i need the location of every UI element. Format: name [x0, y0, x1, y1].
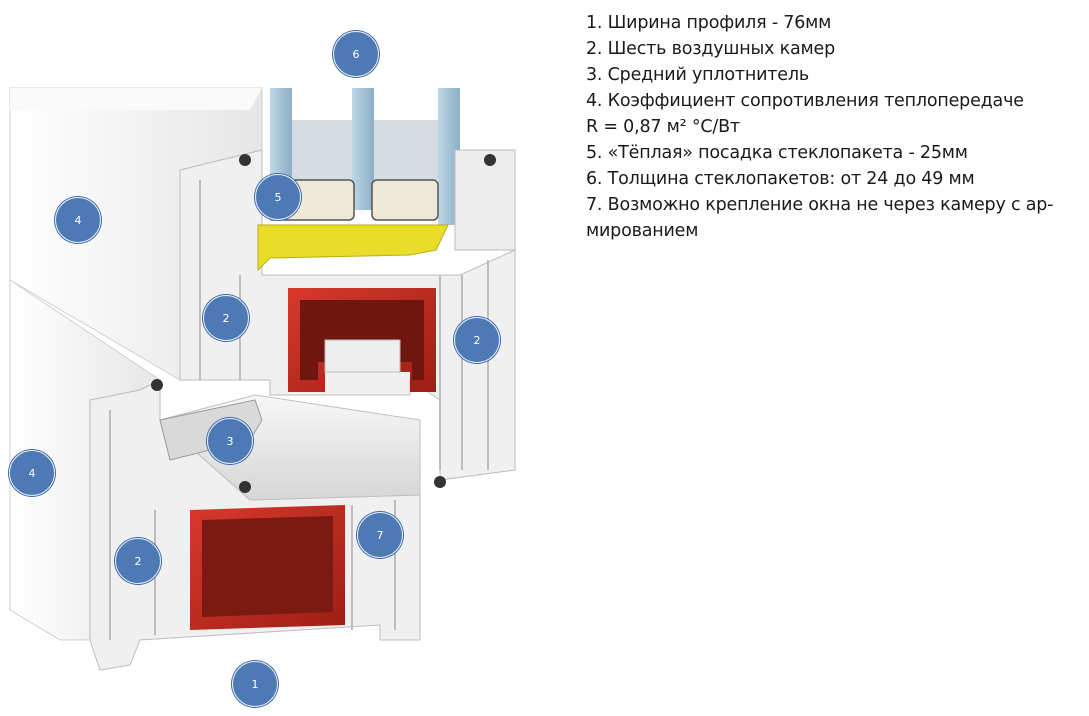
callout-marker-7: 7	[357, 512, 403, 558]
sash-profile	[9, 87, 516, 481]
legend-item-continuation: R = 0,87 м² °С/Вт	[586, 117, 740, 137]
legend-item: 4. Коэффициент сопротивления теплопереда…	[586, 88, 1081, 140]
legend-item-text: 3. Средний уплотнитель	[586, 65, 809, 85]
profile-illustration	[9, 87, 516, 671]
callout-marker-4: 4	[9, 450, 55, 496]
callout-marker-1: 1	[232, 661, 278, 707]
legend-item: 1. Ширина профиля - 76мм	[586, 10, 1081, 36]
legend-item: 5. «Тёплая» посадка стеклопакета - 25мм	[586, 140, 1081, 166]
legend: 1. Ширина профиля - 76мм 2. Шесть воздушн…	[586, 10, 1081, 244]
callout-marker-2: 2	[203, 295, 249, 341]
legend-item-text: 5. «Тёплая» посадка стеклопакета - 25мм	[586, 143, 968, 163]
callout-marker-2: 2	[454, 317, 500, 363]
callout-marker-2: 2	[115, 538, 161, 584]
legend-item-continuation: мированием	[586, 221, 699, 241]
callout-marker-6: 6	[333, 31, 379, 77]
legend-item: 2. Шесть воздушных камер	[586, 36, 1081, 62]
glazing-spacer	[257, 224, 449, 272]
callout-marker-3: 3	[207, 418, 253, 464]
legend-item: 6. Толщина стеклопакетов: от 24 до 49 мм	[586, 166, 1081, 192]
legend-item-text: 4. Коэффициент сопротивления теплопереда…	[586, 91, 1024, 111]
legend-item: 7. Возможно крепление окна не через каме…	[586, 192, 1081, 244]
legend-item-text: 1. Ширина профиля - 76мм	[586, 13, 832, 33]
callout-marker-5: 5	[255, 174, 301, 220]
legend-item: 3. Средний уплотнитель	[586, 62, 1081, 88]
callout-marker-4: 4	[55, 197, 101, 243]
frame-steel-reinforcement	[190, 505, 345, 630]
legend-item-text: 6. Толщина стеклопакетов: от 24 до 49 мм	[586, 169, 975, 189]
sash-steel-reinforcement	[288, 288, 436, 392]
legend-item-text: 7. Возможно крепление окна не через каме…	[586, 195, 1054, 215]
window-profile-cross-section: 6 5 4 2 2 3 4 2 7 1	[9, 31, 516, 707]
seals	[151, 154, 496, 493]
legend-item-text: 2. Шесть воздушных камер	[586, 39, 835, 59]
